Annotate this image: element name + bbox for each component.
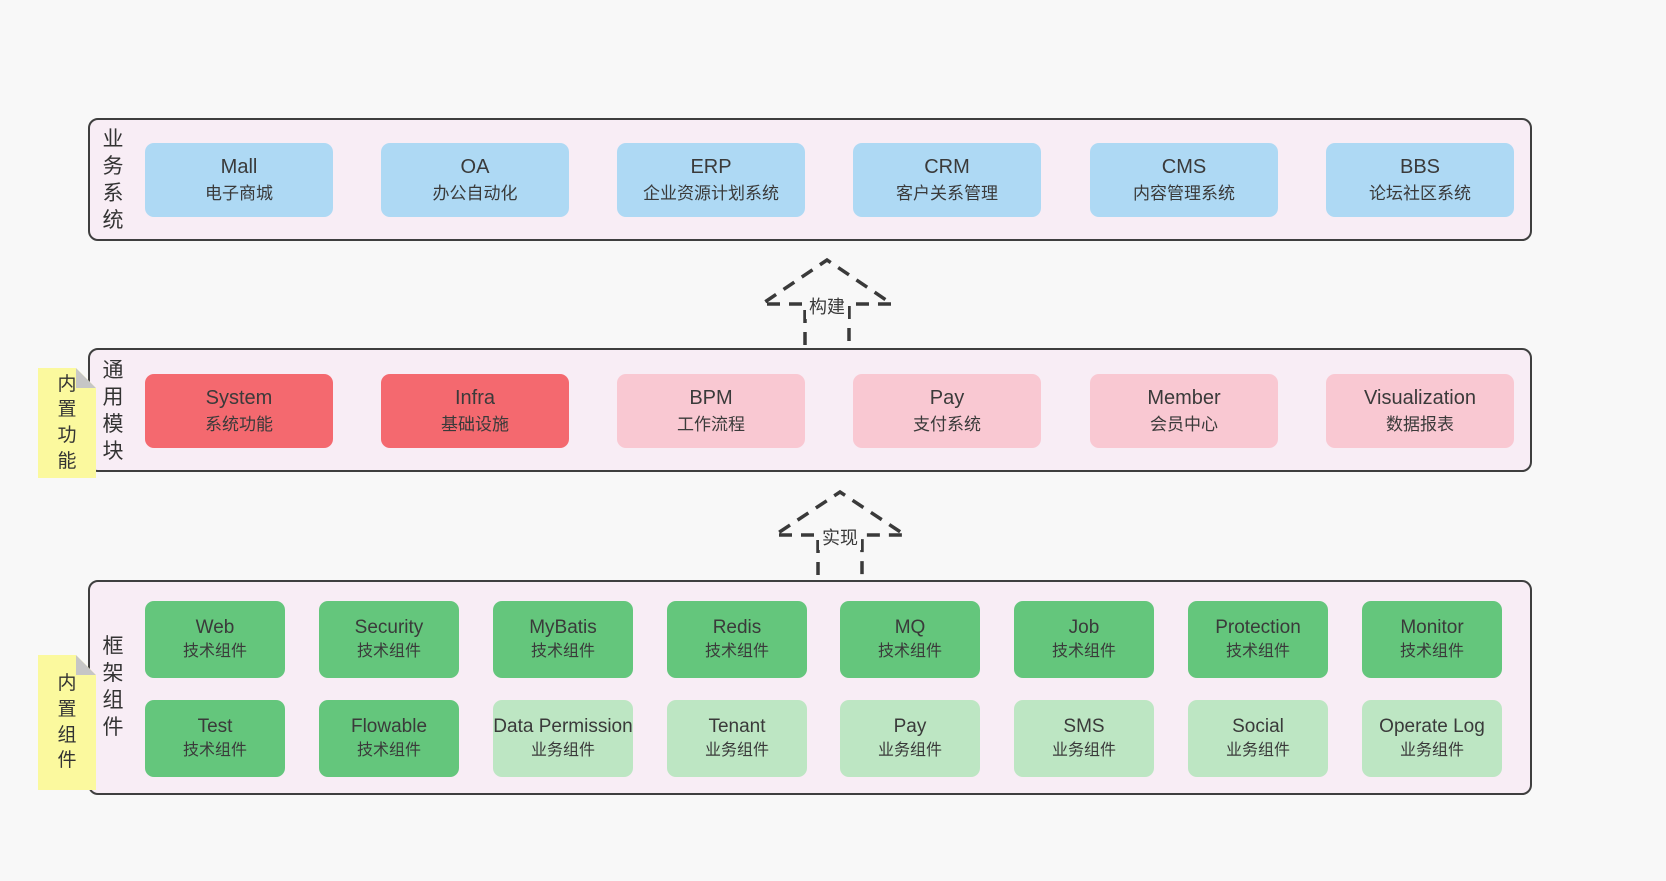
box-test: Test 技术组件	[145, 700, 285, 777]
box-subtitle: 企业资源计划系统	[643, 184, 779, 204]
box-title: OA	[460, 155, 490, 178]
box-title: Visualization	[1364, 386, 1476, 409]
box-title: Test	[197, 715, 233, 737]
box-mybatis: MyBatis 技术组件	[493, 601, 633, 678]
sticky-builtin-components-label: 内置组件	[57, 673, 77, 772]
box-title: Infra	[454, 386, 496, 409]
box-title: MyBatis	[529, 616, 597, 638]
arrow-implement: 实现	[765, 487, 915, 575]
box-tenant: Tenant 业务组件	[667, 700, 807, 777]
box-title: System	[205, 386, 273, 409]
box-title: SMS	[1063, 715, 1105, 737]
box-subtitle: 客户关系管理	[896, 184, 998, 204]
sticky-builtin-components: 内置组件	[38, 655, 96, 790]
box-subtitle: 技术组件	[182, 643, 247, 661]
box-job: Job 技术组件	[1014, 601, 1154, 678]
box-title: BBS	[1399, 155, 1441, 178]
box-title: ERP	[690, 155, 732, 178]
box-title: Pay	[893, 715, 927, 737]
box-subtitle: 技术组件	[182, 742, 247, 760]
box-title: Social	[1232, 715, 1284, 737]
box-title: Protection	[1215, 616, 1301, 638]
box-title: Flowable	[350, 715, 428, 737]
box-subtitle: 内容管理系统	[1133, 184, 1235, 204]
box-title: Data Permission	[493, 715, 633, 737]
box-monitor: Monitor 技术组件	[1362, 601, 1502, 678]
box-subtitle: 业务组件	[704, 742, 769, 760]
band-framework-components-label: 框架组件	[102, 635, 124, 739]
box-subtitle: 业务组件	[1051, 742, 1116, 760]
box-subtitle: 基础设施	[441, 415, 509, 435]
box-title: CRM	[924, 155, 970, 178]
box-subtitle: 业务组件	[877, 742, 942, 760]
sticky-builtin-features: 内置功能	[38, 368, 96, 478]
box-sms: SMS 业务组件	[1014, 700, 1154, 777]
box-subtitle: 电子商城	[205, 184, 273, 204]
box-subtitle: 系统功能	[205, 415, 273, 435]
box-subtitle: 会员中心	[1150, 415, 1218, 435]
band-business-systems-label: 业务系统	[102, 128, 124, 232]
box-flowable: Flowable 技术组件	[319, 700, 459, 777]
box-bpm: BPM 工作流程	[617, 374, 805, 448]
box-title: Security	[354, 616, 424, 638]
box-title: Web	[195, 616, 235, 638]
box-subtitle: 业务组件	[1225, 742, 1290, 760]
box-mq: MQ 技术组件	[840, 601, 980, 678]
box-title: Member	[1147, 386, 1221, 409]
box-title: MQ	[894, 616, 926, 638]
box-oa: OA 办公自动化	[381, 143, 569, 217]
band-common-modules-label: 通用模块	[102, 359, 124, 463]
box-title: Tenant	[708, 715, 766, 737]
box-cms: CMS 内容管理系统	[1090, 143, 1278, 217]
box-pay-component: Pay 业务组件	[840, 700, 980, 777]
box-system: System 系统功能	[145, 374, 333, 448]
box-crm: CRM 客户关系管理	[853, 143, 1041, 217]
dashed-up-arrow-icon	[769, 489, 911, 575]
box-title: Pay	[929, 386, 965, 409]
box-subtitle: 业务组件	[1399, 742, 1464, 760]
box-subtitle: 论坛社区系统	[1369, 184, 1471, 204]
box-subtitle: 数据报表	[1386, 415, 1454, 435]
box-subtitle: 支付系统	[913, 415, 981, 435]
box-subtitle: 技术组件	[356, 643, 421, 661]
box-subtitle: 技术组件	[1399, 643, 1464, 661]
box-subtitle: 办公自动化	[432, 184, 518, 204]
box-visualization: Visualization 数据报表	[1326, 374, 1514, 448]
box-web: Web 技术组件	[145, 601, 285, 678]
box-operate-log: Operate Log 业务组件	[1362, 700, 1502, 777]
sticky-builtin-features-label: 内置功能	[57, 373, 77, 472]
box-subtitle: 业务组件	[530, 742, 595, 760]
box-pay-system: Pay 支付系统	[853, 374, 1041, 448]
box-protection: Protection 技术组件	[1188, 601, 1328, 678]
box-infra: Infra 基础设施	[381, 374, 569, 448]
box-title: BPM	[689, 386, 733, 409]
box-redis: Redis 技术组件	[667, 601, 807, 678]
box-subtitle: 技术组件	[704, 643, 769, 661]
box-social: Social 业务组件	[1188, 700, 1328, 777]
box-title: Operate Log	[1379, 715, 1485, 737]
box-title: Job	[1068, 616, 1100, 638]
arrow-build: 构建	[752, 254, 902, 345]
arrow-build-label: 构建	[806, 292, 848, 319]
box-bbs: BBS 论坛社区系统	[1326, 143, 1514, 217]
box-subtitle: 技术组件	[356, 742, 421, 760]
box-subtitle: 技术组件	[1225, 643, 1290, 661]
box-subtitle: 技术组件	[530, 643, 595, 661]
arrow-implement-label: 实现	[819, 524, 861, 551]
box-data-permission: Data Permission 业务组件	[493, 700, 633, 777]
box-title: Redis	[712, 616, 762, 638]
box-title: Mall	[220, 155, 258, 178]
box-title: Monitor	[1400, 616, 1464, 638]
box-subtitle: 技术组件	[877, 643, 942, 661]
box-member: Member 会员中心	[1090, 374, 1278, 448]
box-mall: Mall 电子商城	[145, 143, 333, 217]
dashed-up-arrow-icon	[756, 257, 898, 345]
box-title: CMS	[1161, 155, 1207, 178]
box-subtitle: 技术组件	[1051, 643, 1116, 661]
box-subtitle: 工作流程	[677, 415, 745, 435]
box-erp: ERP 企业资源计划系统	[617, 143, 805, 217]
box-security: Security 技术组件	[319, 601, 459, 678]
